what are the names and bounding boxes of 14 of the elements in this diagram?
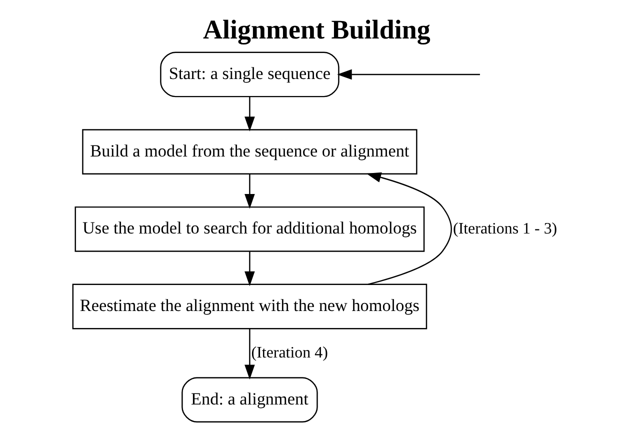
arrow (366, 172, 452, 285)
arrow (244, 252, 254, 286)
diagram-title: Alignment Building (202, 14, 430, 44)
node-box: Reestimate the alignment with the new homologs (72, 284, 427, 330)
arrow (244, 174, 254, 209)
arrow (244, 328, 254, 380)
node-box: End: a alignment (181, 377, 318, 423)
node-box: Start: a single sequence (160, 52, 339, 98)
edge-label: (Iteration 4) (250, 344, 328, 362)
edge-label: (Iterations 1 - 3) (452, 220, 557, 238)
node-box: Build a model from the sequence or alignment (82, 129, 417, 175)
node-box: Use the model to search for additional homologs (74, 206, 424, 252)
arrow (244, 96, 254, 132)
arrow (336, 69, 480, 80)
